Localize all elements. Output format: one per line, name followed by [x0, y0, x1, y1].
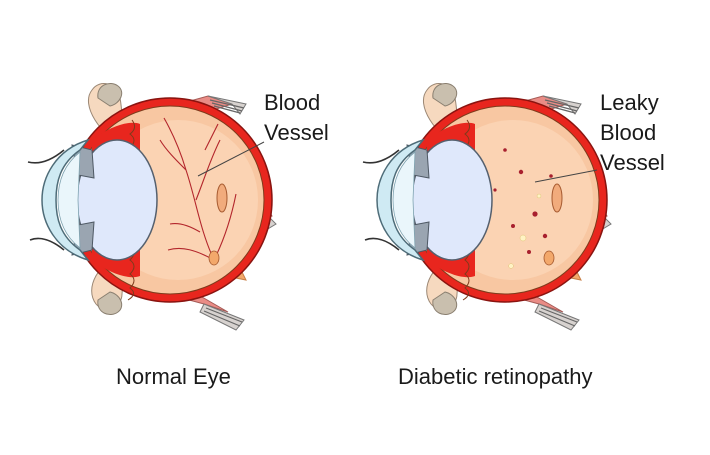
label-line: Vessel: [600, 150, 665, 175]
anterior-chamber: [57, 151, 81, 249]
diabetic-eye-label: Leaky Blood Vessel: [600, 88, 665, 178]
superior-tendon-lines: [209, 99, 245, 114]
leaky-vessel-leader-line: [534, 169, 598, 183]
label-line: Blood: [264, 90, 321, 115]
lower-eyelash: [29, 237, 65, 251]
hemorrhage-spots: [493, 148, 553, 254]
upper-fat-pad: [97, 83, 123, 107]
anterior-chamber: [392, 151, 416, 249]
normal-eye-caption: Normal Eye: [116, 364, 231, 389]
cornea: [376, 138, 426, 262]
optic-disc: [543, 250, 555, 266]
exudate-spots: [508, 193, 542, 269]
inferior-tendon-lines: [203, 307, 243, 327]
lower-eyelash: [364, 237, 400, 251]
upper-fat-pad: [432, 83, 458, 107]
blood-vessel-leader-line: [197, 141, 265, 177]
cornea: [41, 138, 91, 262]
lower-fat-pad: [97, 291, 123, 315]
lower-fat-pad: [432, 291, 458, 315]
label-line: Blood: [600, 120, 657, 145]
diabetic-eye-caption: Diabetic retinopathy: [398, 364, 593, 389]
label-line: Vessel: [264, 120, 329, 145]
upper-eyelash: [362, 149, 400, 164]
normal-eye: [27, 83, 277, 331]
label-line: Leaky: [600, 90, 659, 115]
upper-eyelash: [27, 149, 65, 164]
diabetic-eye: [362, 83, 612, 331]
optic-disc: [208, 250, 220, 266]
inferior-tendon-lines: [538, 307, 578, 327]
macula: [551, 183, 563, 213]
macula: [216, 183, 228, 213]
normal-eye-label: Blood Vessel: [264, 88, 329, 148]
superior-tendon-lines: [544, 99, 580, 114]
